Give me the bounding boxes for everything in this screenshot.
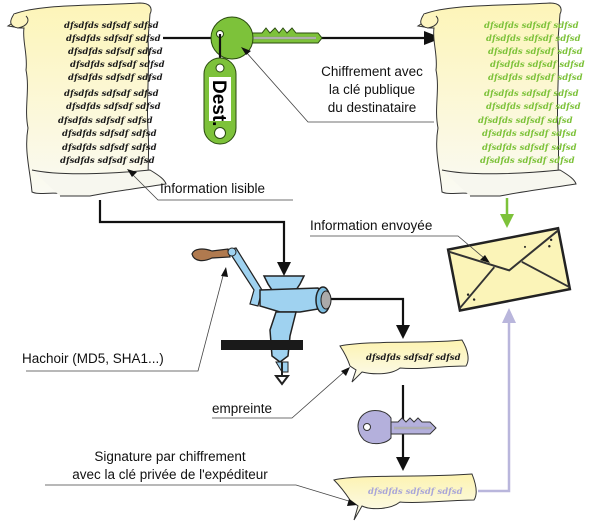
fingerprint-scroll: dfsdfds sdfsdf sdfsd [339,339,469,383]
encryption-label-line-3: du destinataire [328,100,417,115]
scroll-text-line: dfsdfds sdfsdf sdfsd [70,60,165,70]
scroll-text-line: dfsdfds sdfsdf sdfsd [66,102,161,112]
private-key-icon [357,410,437,445]
signature-scroll: dfsdfds sdfsdf sdfsd [333,473,477,521]
scroll-text-line: dfsdfds sdfsdf sdfsd [482,129,577,139]
scroll-text-block-encrypted: dfsdfds sdfsdf sdfsd dfsdfds sdfsdf sdfsd… [478,21,585,166]
scroll-text-line: dfsdfds sdfsdf sdfsd [480,156,575,166]
scroll-text-line: dfsdfds sdfsdf sdfsd [66,34,161,44]
scroll-text-line: dfsdfds sdfsdf sdfsd [488,73,583,83]
leader-fingerprint [212,367,350,419]
leader-signature [45,484,357,506]
arrow-to-fingerprint [330,297,410,339]
leader-sent-info [310,235,490,263]
scroll-text-block: dfsdfds sdfsdf sdfsd dfsdfds sdfsdf sdfsd… [58,21,165,166]
scroll-text-line: dfsdfds sdfsdf sdfsd [64,89,159,99]
scroll-text-line: dfsdfds sdfsdf sdfsd [64,21,159,31]
hasher-label: Hachoir (MD5, SHA1...) [22,351,164,366]
scroll-text-line: dfsdfds sdfsdf sdfsd [490,60,585,70]
key-tag-label: Dest. [208,80,229,126]
plain-document-scroll: dfsdfds sdfsdf sdfsd dfsdfds sdfsdf sdfsd… [6,2,167,197]
scroll-text-line: dfsdfds sdfsdf sdfsd [486,34,581,44]
scroll-text-line: dfsdfds sdfsdf sdfsd [482,143,577,153]
scroll-text-line: dfsdfds sdfsdf sdfsd [484,89,579,99]
scroll-text-line: dfsdfds sdfsdf sdfsd [478,116,573,126]
scroll-text-line: dfsdfds sdfsdf sdfsd [488,47,583,57]
fingerprint-text: dfsdfds sdfsdf sdfsd [366,353,461,363]
scroll-text-line: dfsdfds sdfsdf sdfsd [68,47,163,57]
public-key-icon [210,16,323,60]
signature-text: dfsdfds sdfsdf sdfsd [368,487,463,497]
meat-grinder-icon [191,247,332,386]
scroll-text-line: dfsdfds sdfsdf sdfsd [58,116,153,126]
sent-info-label: Information envoyée [310,218,432,233]
scroll-text-line: dfsdfds sdfsdf sdfsd [486,102,581,112]
signature-label-line-2: avec la clé privée de l'expéditeur [72,467,268,482]
scroll-text-line: dfsdfds sdfsdf sdfsd [60,156,155,166]
arrow-green-to-envelope [500,198,514,228]
encryption-label-line-1: Chiffrement avec [321,64,423,79]
leader-encryption [241,47,434,123]
scroll-text-line: dfsdfds sdfsdf sdfsd [484,21,579,31]
readable-info-label: Information lisible [160,181,265,196]
arrow-to-hasher [98,200,291,276]
scroll-text-line: dfsdfds sdfsdf sdfsd [62,143,157,153]
envelope-icon [446,226,572,312]
leader-hasher [26,267,228,372]
signature-label-line-1: Signature par chiffrement [94,449,246,464]
encrypted-document-scroll: dfsdfds sdfsdf sdfsd dfsdfds sdfsdf sdfsd… [416,2,585,197]
leader-readable-info [127,169,293,201]
arrow-lavender-to-envelope [478,308,516,493]
scroll-text-line: dfsdfds sdfsdf sdfsd [68,73,163,83]
fingerprint-label: empreinte [212,401,272,416]
key-tag: Dest. [203,34,237,145]
scroll-text-line: dfsdfds sdfsdf sdfsd [62,129,157,139]
encryption-label-line-2: la clé publique [329,82,415,97]
